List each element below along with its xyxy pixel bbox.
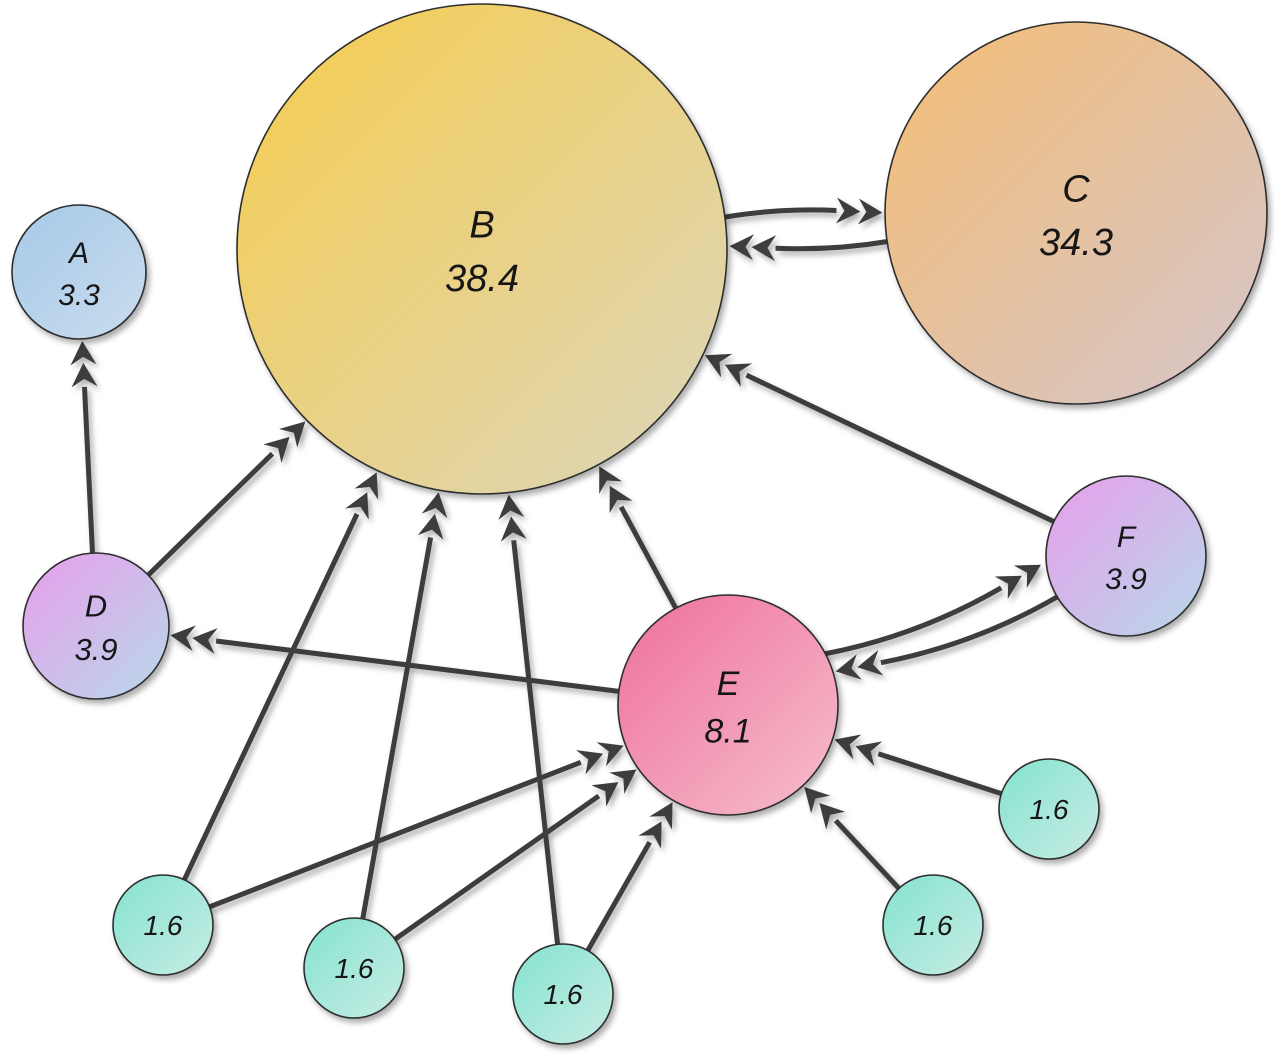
node-D-circle — [22, 552, 170, 700]
node-S1-value: 1.6 — [144, 910, 183, 941]
node-B-label: B — [469, 205, 494, 247]
node-C-value: 34.3 — [1039, 222, 1113, 264]
node-S1-circle — [112, 874, 214, 976]
node-C-label: C — [1062, 169, 1090, 211]
edge-B-to-C — [723, 197, 883, 225]
edge-S3-to-E — [584, 802, 673, 954]
edge-S4-to-E — [804, 786, 903, 892]
node-S4-circle — [882, 874, 984, 976]
node-E-label: E — [717, 665, 740, 703]
node-S1: 1.6 — [112, 874, 214, 976]
edge-S5-to-E — [834, 734, 1005, 797]
node-B: B 38.4 — [236, 3, 728, 495]
node-F-label: F — [1117, 521, 1137, 554]
node-S2-circle — [303, 917, 405, 1019]
node-B-circle — [236, 3, 728, 495]
node-S2-value: 1.6 — [335, 953, 374, 984]
node-E-value: 8.1 — [704, 712, 751, 750]
node-F-value: 3.9 — [1105, 563, 1147, 596]
edge-E-to-D — [170, 625, 622, 695]
node-A-circle — [11, 204, 147, 340]
edge-F-to-E — [835, 594, 1060, 680]
node-S3-value: 1.6 — [544, 979, 583, 1010]
node-S5-circle — [998, 758, 1100, 860]
node-A-value: 3.3 — [58, 279, 100, 312]
edge-E-to-B — [599, 466, 679, 612]
node-A: A 3.3 — [11, 204, 147, 340]
node-S5: 1.6 — [998, 758, 1100, 860]
node-A-label: A — [67, 237, 89, 270]
edge-S1-to-B — [181, 472, 379, 883]
edge-C-to-B — [729, 234, 889, 262]
edge-S3-to-B — [498, 494, 561, 947]
node-D-value: 3.9 — [74, 632, 117, 667]
node-E-circle — [617, 594, 839, 816]
node-C: C 34.3 — [884, 21, 1268, 405]
node-S5-value: 1.6 — [1030, 794, 1069, 825]
nodes-layer: A 3.3 B 38.4 C 34.3D 3.9E 8.1 F 3.9 1.6 1.6 1.6 1.6 1.… — [11, 3, 1268, 1045]
edge-S2-to-B — [359, 492, 448, 922]
edge-S2-to-E — [391, 769, 637, 943]
edge-E-to-F — [823, 564, 1041, 657]
node-D-label: D — [85, 589, 107, 624]
node-C-circle — [884, 21, 1268, 405]
node-S2: 1.6 — [303, 917, 405, 1019]
edge-S1-to-E — [206, 742, 624, 910]
node-S4: 1.6 — [882, 874, 984, 976]
node-S3-circle — [512, 943, 614, 1045]
node-F: F 3.9 — [1045, 475, 1207, 637]
edge-F-to-B — [704, 353, 1057, 525]
node-S4-value: 1.6 — [914, 910, 953, 941]
node-E: E 8.1 — [617, 594, 839, 816]
edge-D-to-A — [70, 340, 98, 556]
node-D: D 3.9 — [22, 552, 170, 700]
node-F-circle — [1045, 475, 1207, 637]
node-S3: 1.6 — [512, 943, 614, 1045]
edge-D-to-B — [145, 421, 306, 579]
node-B-value: 38.4 — [445, 258, 519, 300]
edges-layer — [70, 197, 1060, 954]
